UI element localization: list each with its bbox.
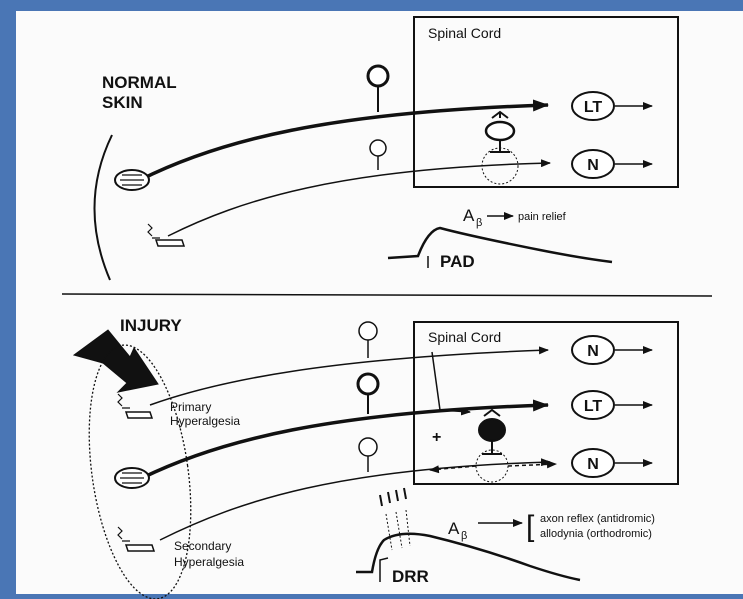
primary-label-line1: Primary — [170, 400, 211, 414]
spinal-cord-label-normal: Spinal Cord — [428, 25, 501, 41]
secondary-label-line1: Secondary — [174, 539, 231, 553]
primary-nerve-ending — [118, 394, 130, 408]
spinal-cord-box-injury — [414, 322, 678, 484]
interneuron-normal — [486, 122, 514, 140]
free-nerve-ending-normal — [148, 224, 160, 238]
panel-divider — [62, 294, 712, 296]
orthodromic-arrow — [508, 464, 556, 466]
node-lt-normal-label: LT — [584, 99, 603, 116]
spinal-cord-box-normal — [414, 17, 678, 187]
injury-heading: INJURY — [120, 316, 182, 335]
abeta-sub-injury: β — [461, 530, 467, 542]
drr-baseline-tick — [380, 558, 388, 582]
effect-axon-reflex: axon reflex (antidromic) — [540, 513, 655, 525]
top-thin-fiber-injury — [150, 350, 548, 405]
drr-label: DRR — [392, 567, 429, 586]
skin-surface-curve — [94, 135, 112, 280]
synapse-fork-injury — [484, 410, 500, 416]
plus-sign: + — [432, 429, 441, 446]
pad-curve — [388, 228, 612, 262]
normal-heading-line1: NORMAL — [102, 73, 177, 92]
drr-curve — [356, 534, 580, 580]
primary-label-line2: Hyperalgesia — [170, 414, 240, 428]
cell-body-lt-injury — [358, 374, 378, 394]
cell-body-n-normal — [370, 140, 386, 156]
node-n-top-injury-label: N — [587, 343, 599, 360]
abeta-label-injury: A — [448, 519, 460, 538]
secondary-label-line2: Hyperalgesia — [174, 555, 244, 569]
pain-relief-label: pain relief — [518, 211, 567, 223]
node-n-bottom-injury-label: N — [587, 456, 599, 473]
effect-allodynia: allodynia (orthodromic) — [540, 528, 652, 540]
injury-arrow-icon — [74, 330, 158, 392]
thin-fiber-normal — [168, 163, 550, 236]
spinal-cord-label-injury: Spinal Cord — [428, 329, 501, 345]
collateral-branch — [432, 352, 470, 412]
thick-fiber-normal — [140, 105, 548, 180]
effects-bracket: [ — [526, 510, 535, 543]
pad-label: PAD — [440, 252, 475, 271]
abeta-sub-normal: β — [476, 217, 482, 229]
cell-body-lt-normal — [368, 66, 388, 86]
primary-nociceptor — [126, 412, 152, 418]
node-lt-injury-label: LT — [584, 398, 603, 415]
interneuron-injury-filled — [479, 419, 505, 441]
node-n-normal-label: N — [587, 157, 599, 174]
nociceptor-normal — [156, 240, 184, 246]
bottom-thin-fiber-injury — [160, 462, 550, 540]
secondary-nociceptor — [126, 545, 154, 551]
normal-heading-line2: SKIN — [102, 93, 143, 112]
abeta-label-normal: A — [463, 206, 475, 225]
cell-body-top-injury — [359, 322, 377, 340]
secondary-nerve-ending — [118, 527, 130, 541]
cell-body-bottom-injury — [359, 438, 377, 456]
